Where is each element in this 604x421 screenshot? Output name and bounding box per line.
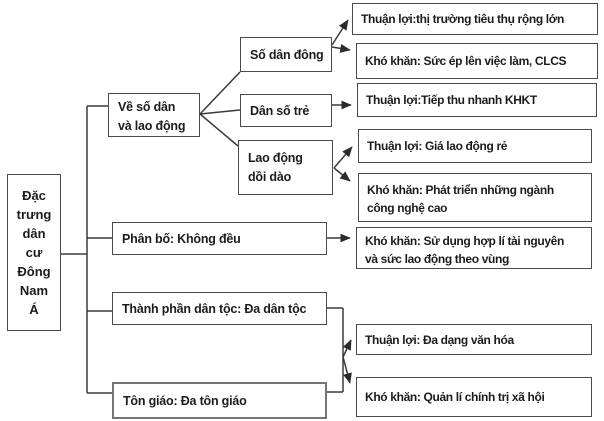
node-text: Khó khăn: Sức ép lên việc làm, CLCS	[365, 54, 567, 68]
node-ton-giao: Tôn giáo: Đa tôn giáo	[112, 382, 327, 419]
node-text-line: dồi dào	[248, 169, 292, 184]
node-thuan-loi-gia-lao-dong: Thuận lợi: Giá lao động rẻ	[358, 129, 592, 163]
node-text: Thành phần dân tộc: Đa dân tộc	[122, 301, 307, 316]
node-text: Thuận lợi: Giá lao động rẻ	[367, 139, 508, 153]
node-text-line: Khó khăn: Sử dụng hợp lí tài nguyên	[365, 234, 564, 248]
node-text: Dân số trẻ	[250, 103, 310, 118]
node-kho-khan-su-dung: Khó khăn: Sử dụng hợp lí tài nguyên và s…	[356, 227, 592, 269]
node-thuan-loi-thi-truong: Thuận lợi:thị trường tiêu thụ rộng lớn	[352, 3, 598, 35]
node-text-line: công nghệ cao	[367, 201, 448, 215]
node-text-line: và lao động	[118, 119, 186, 133]
node-root-line: Đông	[17, 264, 51, 279]
arrow-to-tl-da-dang	[342, 339, 352, 358]
node-text-line: và sức lao động theo vùng	[365, 252, 509, 266]
node-root-line: Nam	[19, 283, 49, 298]
node-text: Thuận lợi:thị trường tiêu thụ rộng lớn	[361, 12, 564, 26]
connector-to-lao-dong	[199, 113, 239, 147]
node-text-line: Khó khăn: Phát triển những ngành	[367, 183, 554, 197]
node-thuan-loi-da-dang: Thuận lợi: Đa dạng văn hóa	[356, 324, 592, 355]
arrow-to-tl-gia	[333, 146, 353, 169]
node-phan-bo: Phân bố: Không đều	[112, 222, 327, 255]
node-text: Phân bố: Không đều	[122, 231, 241, 246]
node-dan-so-tre: Dân số trẻ	[240, 94, 332, 127]
node-lao-dong-doi-dao: Lao động dồi dào	[238, 140, 333, 195]
arrow-to-kk-phat-trien	[333, 167, 351, 182]
node-kho-khan-quan-li: Khó khăn: Quản lí chính trị xã hội	[356, 377, 592, 417]
node-text: Tôn giáo: Đa tôn giáo	[123, 393, 247, 408]
node-thanh-phan-dan-toc: Thành phần dân tộc: Đa dân tộc	[112, 292, 327, 325]
node-root: Đặc trưng dân cư Đông Nam Á	[7, 174, 61, 331]
node-text: Số dân đông	[250, 47, 324, 62]
node-root-line: cư	[25, 245, 43, 260]
node-thuan-loi-tiep-thu: Thuận lợi:Tiếp thu nhanh KHKT	[357, 83, 597, 117]
node-text: Thuận lợi: Đa dạng văn hóa	[365, 332, 514, 347]
connector-to-so-dan-dong	[199, 71, 241, 115]
arrow-to-tl-thi-truong	[331, 19, 349, 46]
node-kho-khan-phat-trien: Khó khăn: Phát triển những ngành công ng…	[358, 173, 592, 222]
node-text-line: Lao động	[248, 150, 303, 165]
node-root-line: Đặc	[22, 188, 46, 203]
node-kho-khan-suc-ep: Khó khăn: Sức ép lên việc làm, CLCS	[356, 43, 598, 79]
connector-to-dan-so-tre	[199, 109, 241, 115]
node-so-dan-dong: Số dân đông	[240, 37, 332, 72]
node-text-line: Về số dân	[118, 100, 176, 114]
node-text: Thuận lợi:Tiếp thu nhanh KHKT	[366, 93, 537, 107]
arrow-to-kk-quan-li	[342, 356, 352, 384]
node-root-line: Á	[29, 302, 39, 317]
node-root-line: trưng	[16, 207, 52, 222]
node-so-dan-lao-dong: Về số dân và lao động	[108, 93, 200, 137]
node-text: Khó khăn: Quản lí chính trị xã hội	[365, 390, 545, 404]
arrow-to-kk-suc-ep	[331, 43, 351, 53]
node-root-line: dân	[22, 226, 46, 241]
